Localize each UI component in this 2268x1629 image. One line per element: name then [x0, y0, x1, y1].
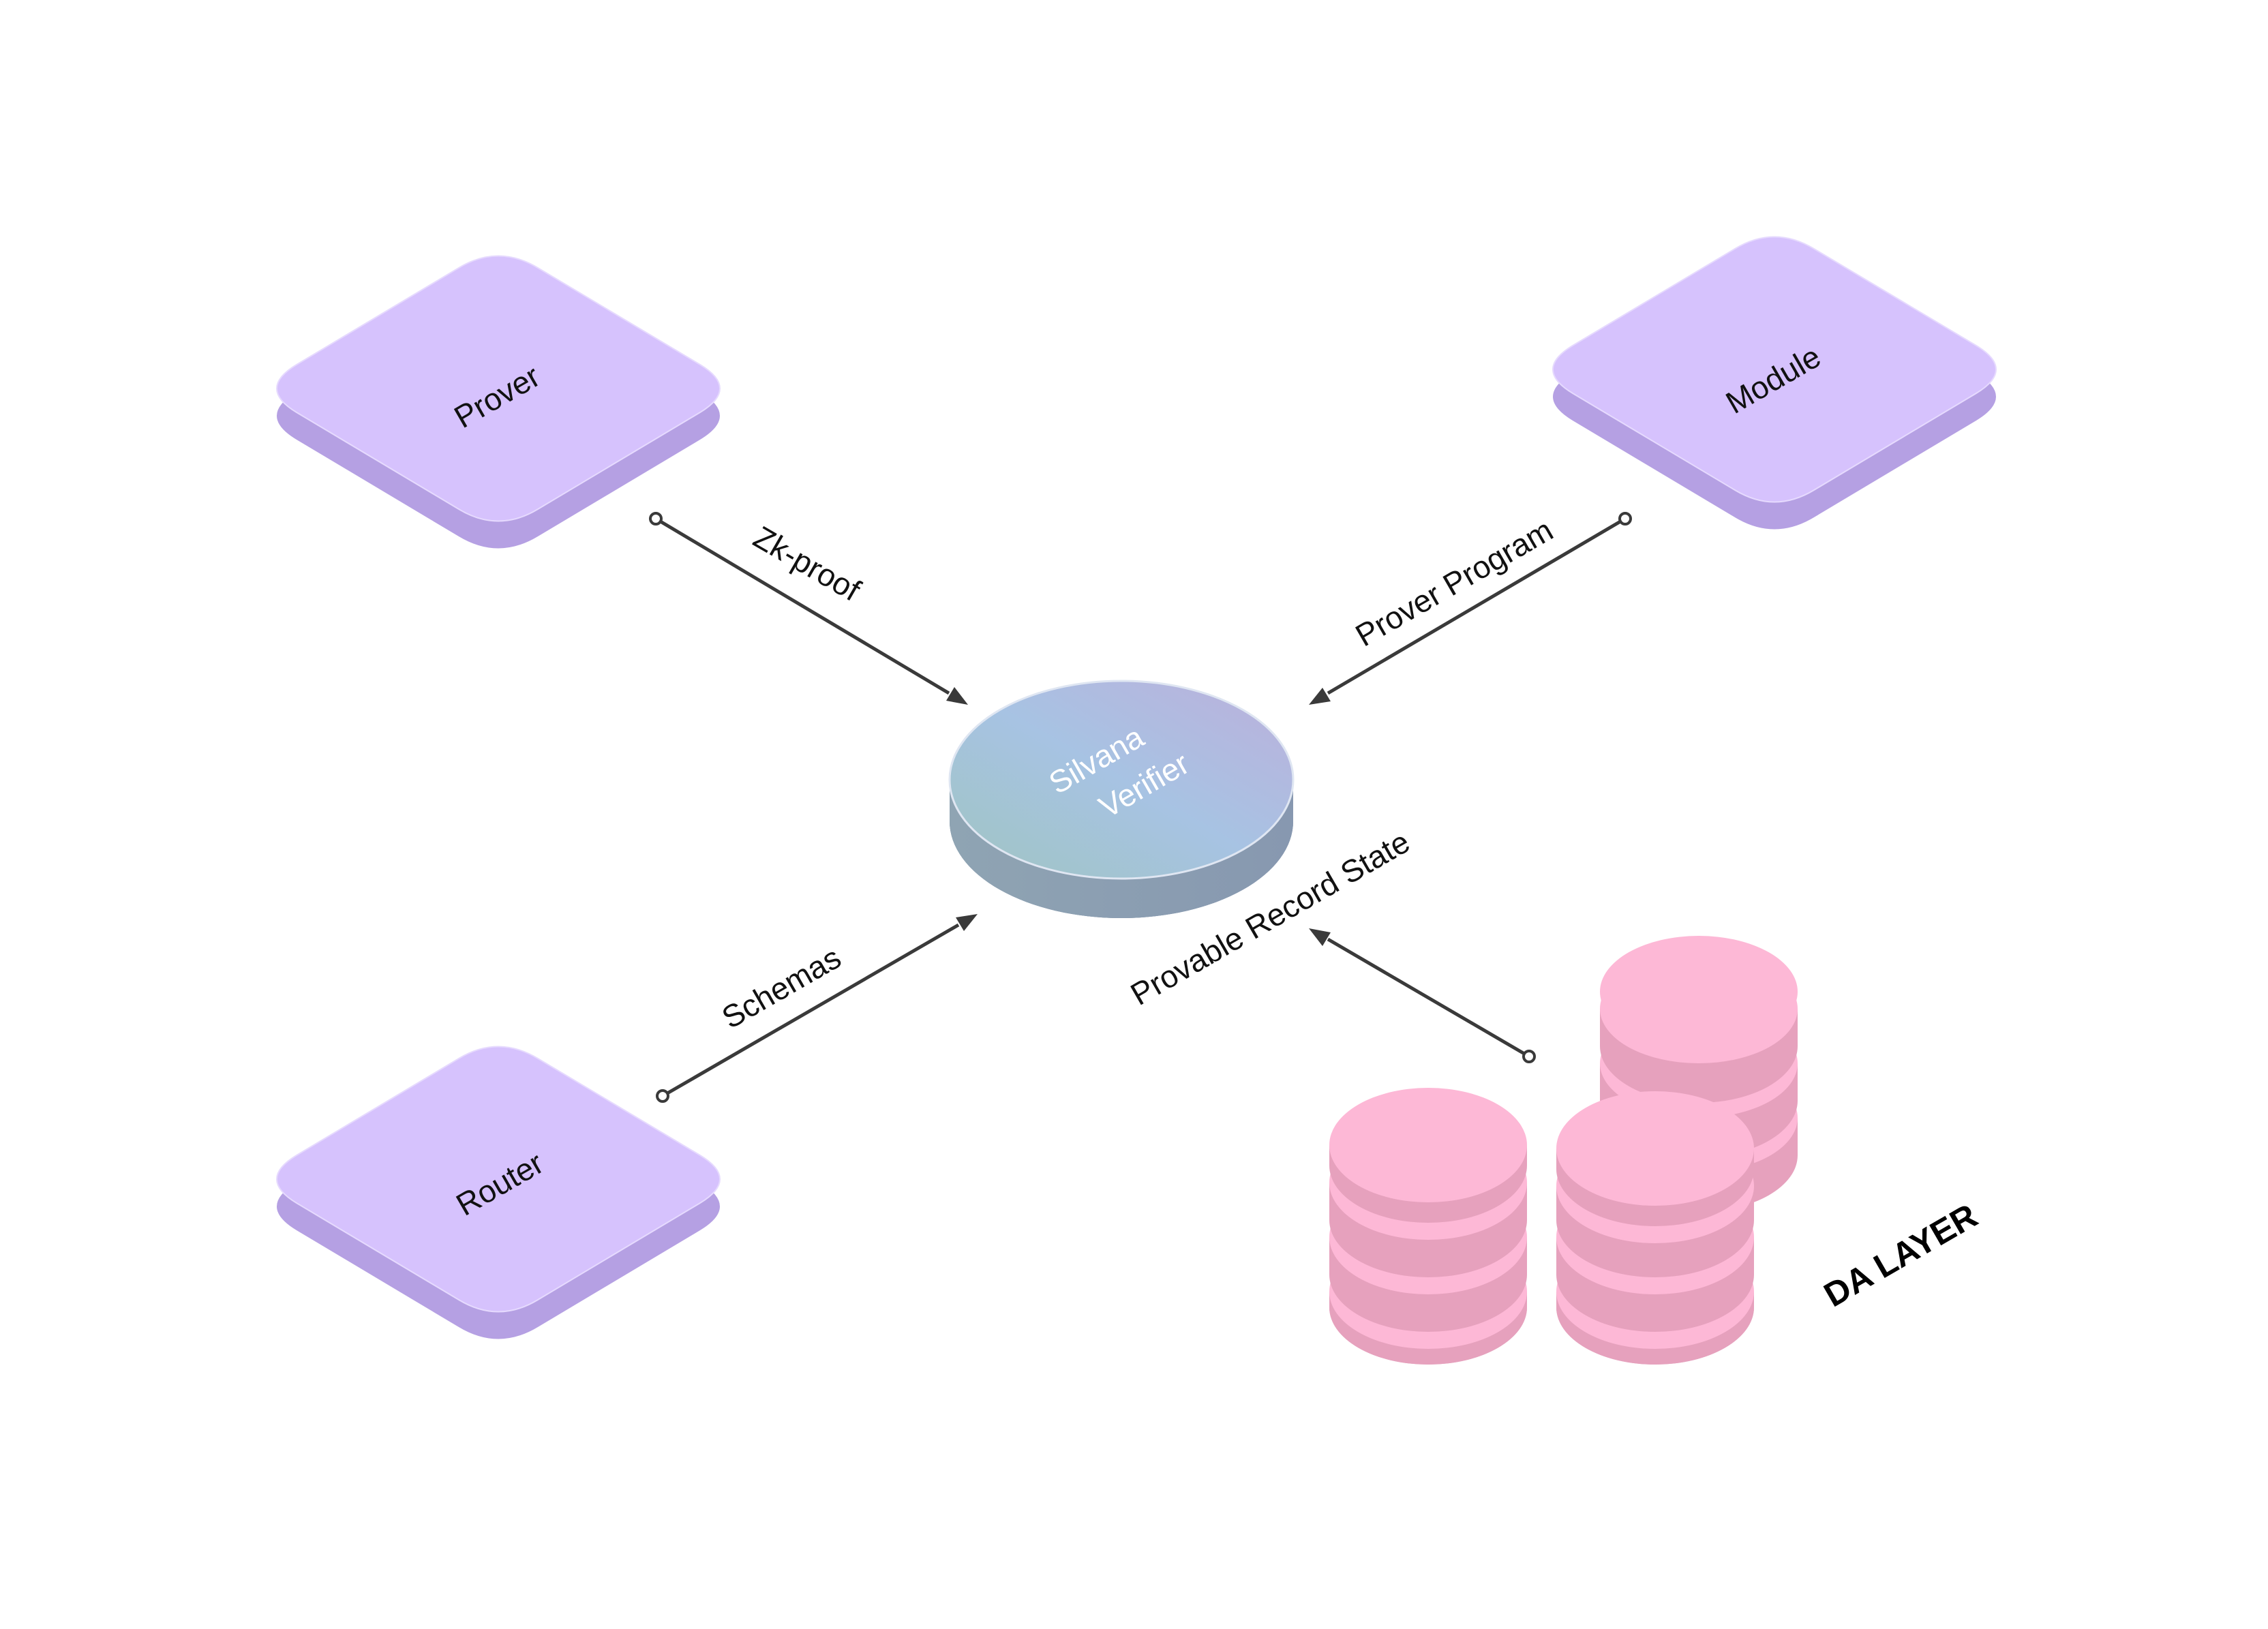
- prover-program-arrowhead: [1309, 688, 1331, 705]
- schemas-arrow: Schemas: [656, 914, 978, 1103]
- db-right-top: [1556, 1091, 1754, 1206]
- prover-program-arrow: Prover Program: [1309, 512, 1632, 705]
- schemas-arrowhead: [956, 914, 978, 931]
- da-layer: DA LAYER: [1329, 936, 1984, 1365]
- db-stack-right: [1556, 1091, 1754, 1365]
- db-stack-left: [1329, 1088, 1527, 1365]
- zk-proof-arrowhead: [946, 687, 968, 705]
- silvana-verifier-hub: Silvana Verifier: [948, 680, 1295, 918]
- module-node: Module: [1552, 236, 1997, 530]
- prover-node: Prover: [276, 255, 721, 549]
- hub-top: [948, 680, 1295, 880]
- hub-side-front: [950, 780, 1293, 918]
- prover-program-tail-dot: [1618, 512, 1632, 526]
- provable-record-state-arrowhead: [1309, 928, 1331, 946]
- da-layer-label: DA LAYER: [1817, 1196, 1984, 1314]
- prover-node-top: [276, 255, 721, 522]
- module-node-top: [1552, 236, 1997, 503]
- db-left-top: [1329, 1088, 1527, 1202]
- zk-proof-arrow: Zk-proof: [649, 512, 968, 705]
- schemas-label: Schemas: [716, 939, 847, 1035]
- prover-program-label: Prover Program: [1349, 512, 1558, 653]
- db-back-top: [1600, 936, 1798, 1048]
- provable-record-state-tail-dot: [1522, 1050, 1536, 1063]
- schemas-tail-dot: [656, 1089, 669, 1103]
- zk-proof-label: Zk-proof: [748, 519, 867, 608]
- zk-proof-tail-dot: [649, 512, 663, 526]
- router-node-top: [276, 1046, 721, 1313]
- router-node: Router: [276, 1046, 721, 1339]
